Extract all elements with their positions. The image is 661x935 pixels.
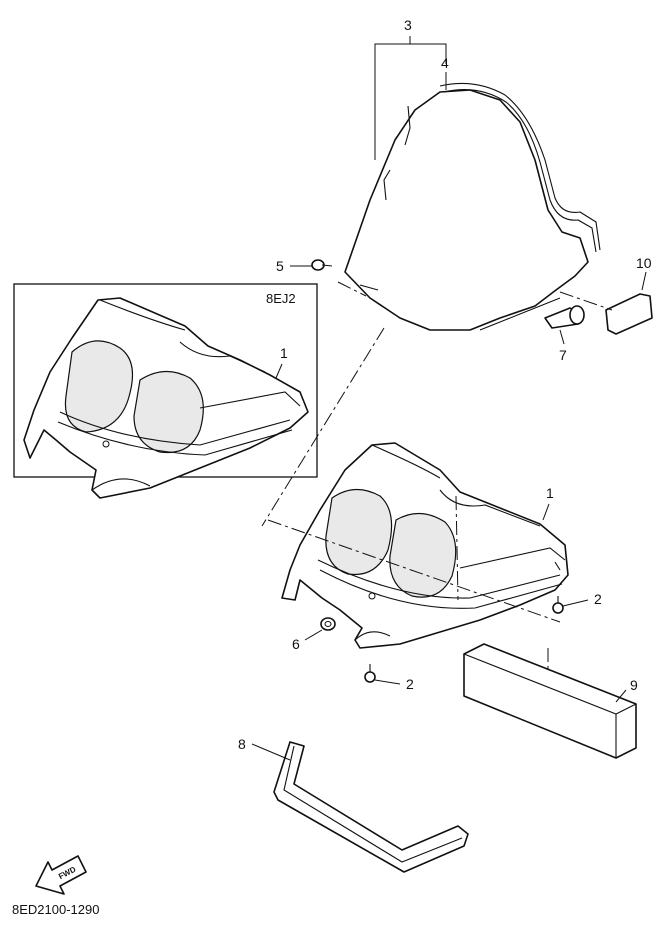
bolt-part-2-lower — [364, 664, 401, 685]
inset-label: 8EJ2 — [266, 291, 296, 306]
callout-2-upper: 2 — [594, 591, 602, 607]
bolt-part-2-upper — [552, 596, 589, 614]
callout-1-inset: 1 — [280, 345, 288, 361]
assembly-line-bolt5 — [337, 281, 367, 297]
callout-9: 9 — [630, 677, 638, 693]
callout-7: 7 — [559, 347, 567, 363]
decal-part-10 — [605, 271, 653, 335]
callout-3: 3 — [404, 17, 412, 33]
callout-6: 6 — [292, 636, 300, 652]
grommet-part-6 — [304, 617, 336, 641]
callout-1-main: 1 — [546, 485, 554, 501]
inset-cowling — [23, 297, 309, 499]
bolt-part-5 — [290, 259, 333, 271]
assembly-line-mid — [267, 519, 561, 623]
knob-part-7 — [544, 305, 585, 345]
callout-2-lower: 2 — [406, 676, 414, 692]
bumper-seal-part-8 — [251, 741, 469, 873]
fwd-arrow-icon: FWD — [35, 855, 87, 895]
assembly-line-pad — [455, 495, 459, 601]
callout-10: 10 — [636, 255, 652, 271]
callout-4: 4 — [441, 55, 449, 71]
footer-code: 8ED2100-1290 — [12, 902, 99, 917]
windshield — [344, 82, 601, 331]
callout-5: 5 — [276, 258, 284, 274]
assembly-line-decal — [559, 291, 613, 311]
main-cowling — [281, 442, 569, 649]
callout-8: 8 — [238, 736, 246, 752]
foam-block-part-9 — [463, 643, 637, 759]
assembly-line-left — [261, 327, 385, 527]
